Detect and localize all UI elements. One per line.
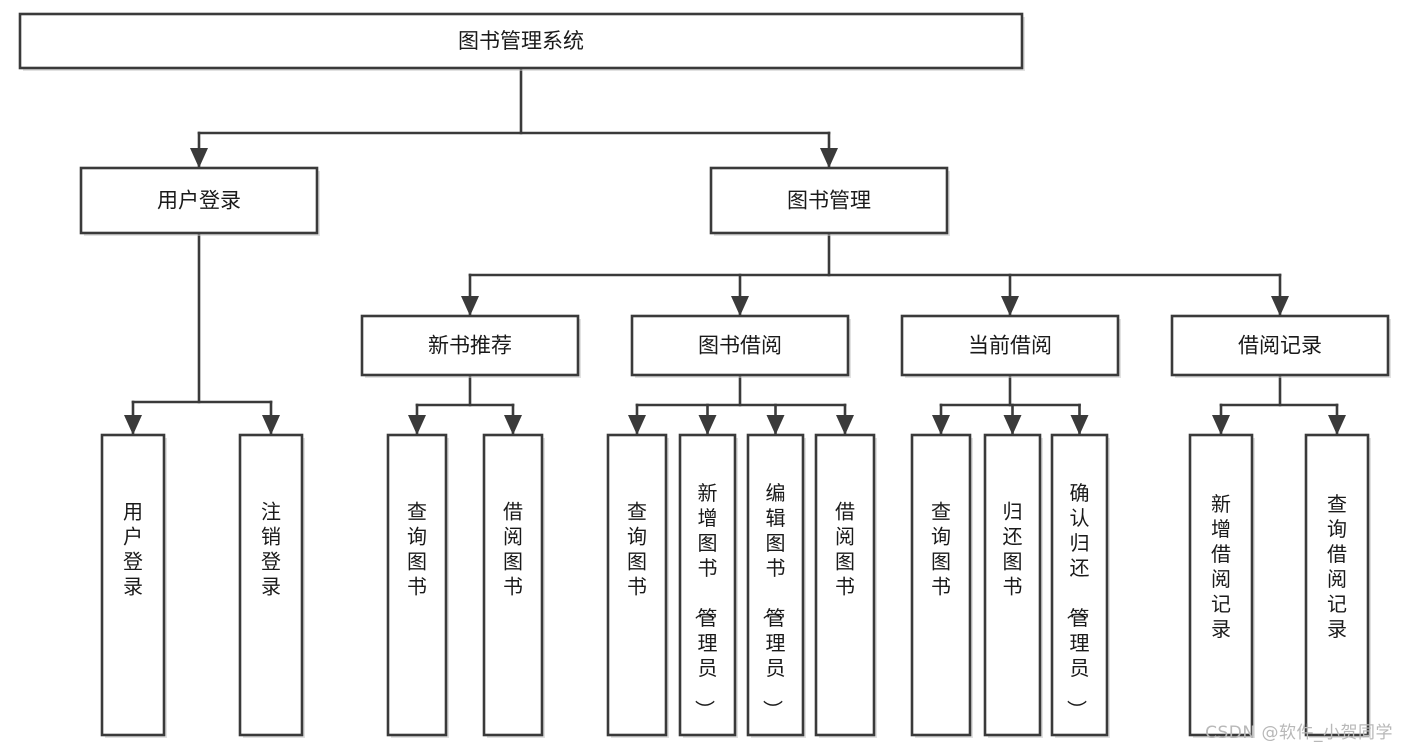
leaf-node-12-label: 查询借阅记录 [1327,492,1347,641]
leaf-node-6-label: 编辑图书（管理员） [761,481,786,720]
node-borrow-record[interactable]: 借阅记录 [1170,314,1391,378]
leaf-node-2-rect[interactable] [386,433,448,737]
node-new-book-recommendation-label: 新书推荐 [428,334,512,358]
leaf-node-4[interactable]: 查询图书 [606,433,669,738]
leaf-node-6-rect[interactable] [746,433,805,737]
node-current-borrow-rect[interactable] [900,314,1120,377]
csdn-watermark: CSDN @软件_小贺同学 [1205,723,1393,743]
node-book-borrow[interactable]: 图书借阅 [630,314,851,378]
leaf-node-12[interactable]: 查询借阅记录 [1304,433,1371,738]
node-root-book-management-system-rect[interactable] [18,12,1024,70]
arrowhead-icon [408,415,426,435]
node-new-book-recommendation[interactable]: 新书推荐 [360,314,581,378]
leaf-node-8-rect[interactable] [910,433,972,737]
leaf-node-10-rect[interactable] [1050,433,1109,737]
node-user-login-label: 用户登录 [157,189,241,213]
arrowhead-icon [190,148,208,168]
leaf-node-6[interactable]: 编辑图书（管理员） [746,433,806,738]
leaf-node-5[interactable]: 新增图书（管理员） [678,433,738,738]
arrowhead-icon [731,296,749,316]
arrowhead-icon [1001,296,1019,316]
leaf-node-3[interactable]: 借阅图书 [482,433,545,738]
arrowhead-icon [766,415,785,435]
node-book-borrow-rect[interactable] [630,314,850,377]
arrowhead-icon [1271,296,1289,316]
leaf-node-1-label: 注销登录 [261,500,281,599]
arrowhead-icon [1003,415,1022,435]
leaf-node-11-rect[interactable] [1188,433,1254,737]
leaf-node-8[interactable]: 查询图书 [910,433,973,738]
leaf-node-10[interactable]: 确认归还（管理员） [1050,433,1110,738]
arrowhead-icon [698,415,717,435]
leaf-node-0[interactable]: 用户登录 [100,433,167,738]
leaf-node-4-rect[interactable] [606,433,668,737]
leaf-node-9-label: 归还图书 [1003,500,1023,599]
node-root-book-management-system-label: 图书管理系统 [458,29,584,53]
node-book-borrow-label: 图书借阅 [698,334,782,358]
arrowhead-icon [461,296,479,316]
node-current-borrow[interactable]: 当前借阅 [900,314,1121,378]
leaf-node-9-rect[interactable] [983,433,1042,737]
arrowhead-icon [820,148,838,168]
arrowhead-icon [836,415,854,435]
edge-layer [124,66,1346,435]
leaf-node-7-rect[interactable] [814,433,876,737]
leaf-node-0-rect[interactable] [100,433,166,737]
node-root-book-management-system[interactable]: 图书管理系统 [18,12,1025,71]
arrowhead-icon [932,415,950,435]
leaf-node-8-label: 查询图书 [931,500,951,599]
leaf-node-2-label: 查询图书 [407,500,427,599]
leaf-node-0-label: 用户登录 [123,500,143,599]
arrowhead-icon [1070,415,1089,435]
node-layer: 图书管理系统用户登录图书管理新书推荐图书借阅当前借阅借阅记录用户登录注销登录查询… [18,12,1391,738]
arrowhead-icon [504,415,522,435]
leaf-node-5-rect[interactable] [678,433,737,737]
leaf-node-11[interactable]: 新增借阅记录 [1188,433,1255,738]
node-user-login-rect[interactable] [79,166,319,235]
leaf-node-7-label: 借阅图书 [835,500,855,599]
leaf-node-7[interactable]: 借阅图书 [814,433,877,738]
node-book-management-rect[interactable] [709,166,949,235]
node-current-borrow-label: 当前借阅 [968,334,1052,358]
leaf-node-1-rect[interactable] [238,433,304,737]
node-borrow-record-label: 借阅记录 [1238,334,1322,358]
leaf-node-3-label: 借阅图书 [503,500,523,599]
arrowhead-icon [124,415,142,435]
leaf-node-10-label: 确认归还（管理员） [1065,481,1090,720]
node-book-management-label: 图书管理 [787,189,871,213]
node-new-book-recommendation-rect[interactable] [360,314,580,377]
arrowhead-icon [628,415,646,435]
node-book-management[interactable]: 图书管理 [709,166,950,236]
node-borrow-record-rect[interactable] [1170,314,1390,377]
leaf-node-1[interactable]: 注销登录 [238,433,305,738]
leaf-node-4-label: 查询图书 [627,500,647,599]
leaf-node-2[interactable]: 查询图书 [386,433,449,738]
leaf-node-5-label: 新增图书（管理员） [693,481,718,720]
arrowhead-icon [262,415,280,435]
node-user-login[interactable]: 用户登录 [79,166,320,236]
leaf-node-3-rect[interactable] [482,433,544,737]
arrowhead-icon [1212,415,1230,435]
arrowhead-icon [1328,415,1346,435]
leaf-node-9[interactable]: 归还图书 [983,433,1043,738]
leaf-node-12-rect[interactable] [1304,433,1370,737]
leaf-node-11-label: 新增借阅记录 [1211,492,1231,641]
